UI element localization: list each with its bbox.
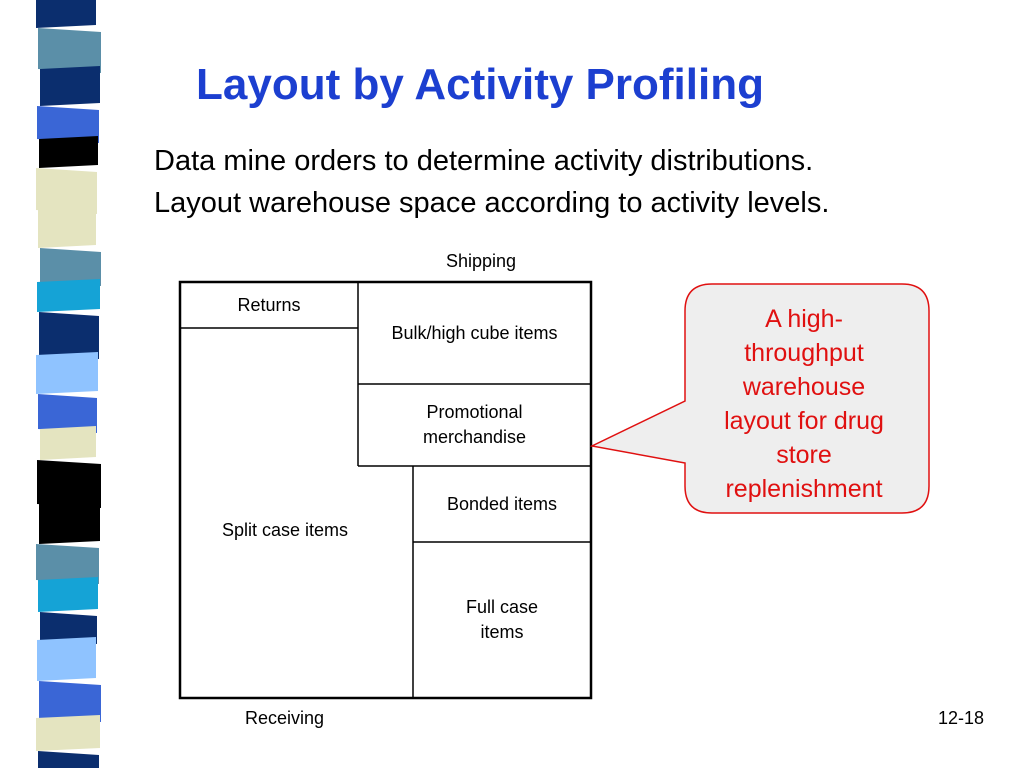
stripe-segment [39, 312, 99, 359]
stripe-segment [36, 715, 100, 751]
stripe-segment [37, 460, 101, 508]
stripe-segment [40, 248, 101, 286]
stripe-segment [37, 106, 99, 143]
body-text-line-2: Layout warehouse space according to acti… [154, 187, 830, 219]
page-number: 12-18 [938, 708, 985, 728]
stripe-segment [38, 577, 98, 612]
stripe-segment [36, 0, 96, 28]
receiving-label: Receiving [245, 708, 325, 728]
stripe-segment [38, 28, 101, 73]
zone-full-case: Full case items [465, 597, 539, 642]
warehouse-outline [178, 280, 593, 700]
callout-bubble [590, 283, 930, 514]
stripe-segment [36, 352, 98, 394]
slide-title: Layout by Activity Profiling [196, 60, 764, 109]
zone-bulk-high-cube: Bulk/high cube items [391, 323, 558, 343]
callout-text: A high- throughput warehouse layout for … [724, 305, 884, 503]
zone-returns: Returns [237, 295, 301, 315]
body-text-line-1: Data mine orders to determine activity d… [154, 145, 814, 177]
stripe-segment [37, 279, 100, 312]
stripe-segment [39, 681, 101, 722]
stripe-segment [38, 207, 96, 248]
stripe-segment [36, 544, 99, 584]
stripe-segment [40, 66, 100, 106]
zone-split-case: Split case items [221, 519, 349, 540]
stripe-segment [37, 637, 96, 681]
stripe-segment [39, 501, 100, 544]
shipping-label: Shipping [446, 251, 517, 271]
zone-bonded: Bonded items [446, 493, 558, 514]
stripe-segment [36, 168, 97, 214]
stripe-segment [40, 426, 96, 460]
stripe-segment [38, 751, 99, 768]
stripe-segment [39, 136, 98, 168]
stripe-segment [38, 394, 97, 433]
decorative-stripe-bar [0, 0, 120, 768]
stripe-segment [40, 612, 97, 644]
zone-promotional-merchandise: Promotional merchandise [422, 402, 527, 447]
